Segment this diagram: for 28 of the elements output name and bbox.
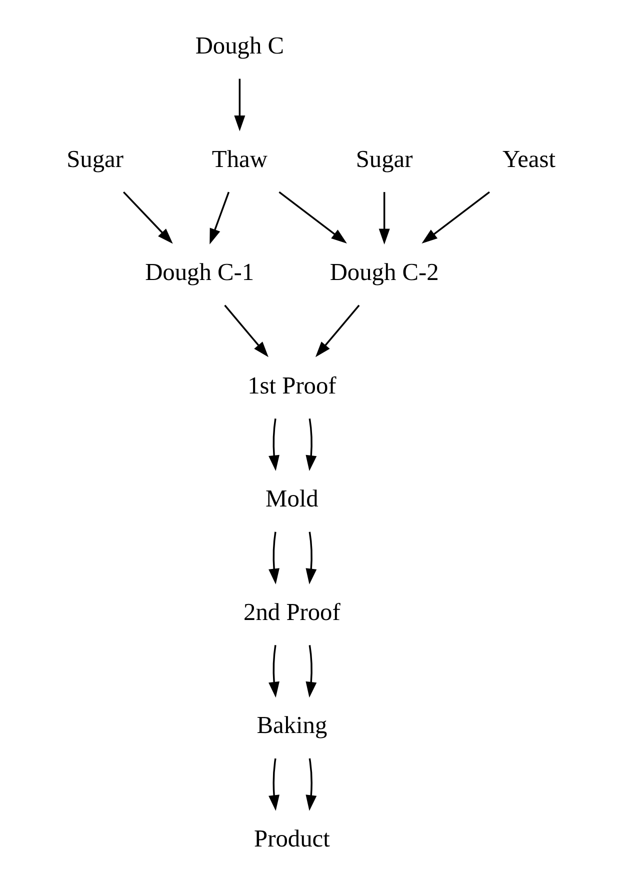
node-text: Baking: [256, 712, 328, 740]
node-text: 1st Proof: [248, 372, 336, 400]
node-text: Sugar: [66, 146, 124, 173]
arrow: [122, 191, 173, 244]
node-text: Yeast: [502, 146, 556, 173]
arrow: [306, 532, 317, 584]
node-text: Thaw: [212, 146, 268, 173]
arrow: [268, 532, 280, 584]
arrow: [224, 304, 268, 358]
node-text: Dough C: [195, 32, 284, 60]
node-text: Dough C-1: [145, 259, 254, 286]
node-text: 2nd Proof: [244, 598, 340, 626]
node-text: Product: [254, 825, 330, 852]
arrow: [378, 192, 390, 245]
arrow: [422, 191, 490, 244]
arrow: [268, 418, 280, 472]
arrow: [234, 78, 246, 132]
node-text: Mold: [266, 486, 318, 513]
arrow: [278, 191, 347, 244]
node-text: Sugar: [356, 146, 413, 173]
node-text: Dough C-2: [330, 259, 439, 286]
arrow: [306, 418, 317, 472]
arrow: [306, 758, 317, 811]
arrow: [268, 645, 280, 698]
arrow: [315, 304, 360, 358]
arrow: [210, 192, 230, 244]
arrow: [306, 645, 317, 698]
arrow: [268, 758, 280, 811]
